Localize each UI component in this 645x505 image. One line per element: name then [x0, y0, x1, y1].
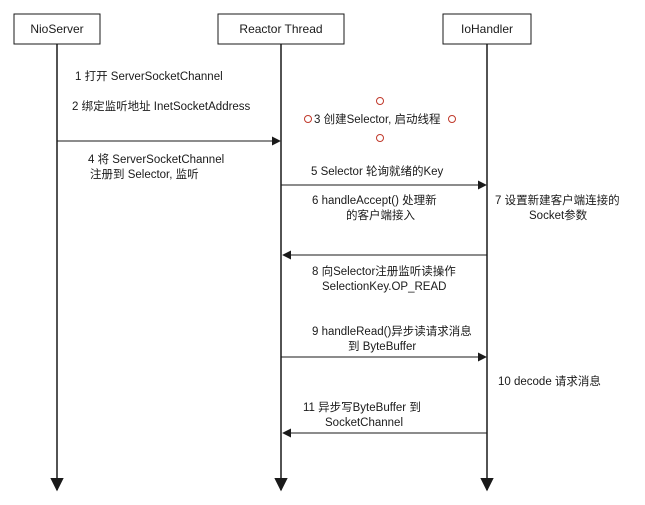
- message-10-label: 10 decode 请求消息: [498, 374, 601, 388]
- message-4-line2: 注册到 Selector, 监听: [90, 167, 199, 181]
- participant-iohandler[interactable]: IoHandler: [442, 13, 532, 45]
- message-2-label: 2 绑定监听地址 InetSocketAddress: [72, 99, 251, 113]
- message-1-label: 1 打开 ServerSocketChannel: [75, 69, 223, 83]
- connection-point-icon: [376, 97, 384, 105]
- participant-reactor-thread[interactable]: Reactor Thread: [217, 13, 345, 45]
- message-11-line2: SocketChannel: [325, 417, 403, 429]
- message-3-group: 3 创建Selector, 启动线程: [304, 97, 456, 142]
- connection-point-icon: [448, 115, 456, 123]
- message-11-line1: 11 异步写ByteBuffer 到: [303, 401, 421, 414]
- message-6-line1: 6 handleAccept() 处理新: [312, 193, 437, 207]
- message-9-line2: 到 ByteBuffer: [348, 340, 416, 353]
- message-5-label: 5 Selector 轮询就绪的Key: [311, 164, 444, 178]
- message-8-line2: SelectionKey.OP_READ: [322, 281, 446, 293]
- message-3-label: 3 创建Selector, 启动线程: [314, 112, 441, 126]
- participant-label: Reactor Thread: [239, 22, 322, 36]
- participant-label: IoHandler: [461, 22, 513, 36]
- connection-point-icon: [376, 134, 384, 142]
- message-6-line2: 的客户端接入: [346, 208, 415, 222]
- message-7-line2: Socket参数: [529, 208, 588, 222]
- participant-nioserver[interactable]: NioServer: [13, 13, 101, 45]
- message-8-line1: 8 向Selector注册监听读操作: [312, 264, 456, 278]
- message-9-line1: 9 handleRead()异步读请求消息: [312, 324, 472, 338]
- connection-point-icon: [304, 115, 312, 123]
- message-7-line1: 7 设置新建客户端连接的: [495, 193, 620, 207]
- participant-label: NioServer: [30, 22, 83, 36]
- message-4-line1: 4 将 ServerSocketChannel: [88, 153, 224, 166]
